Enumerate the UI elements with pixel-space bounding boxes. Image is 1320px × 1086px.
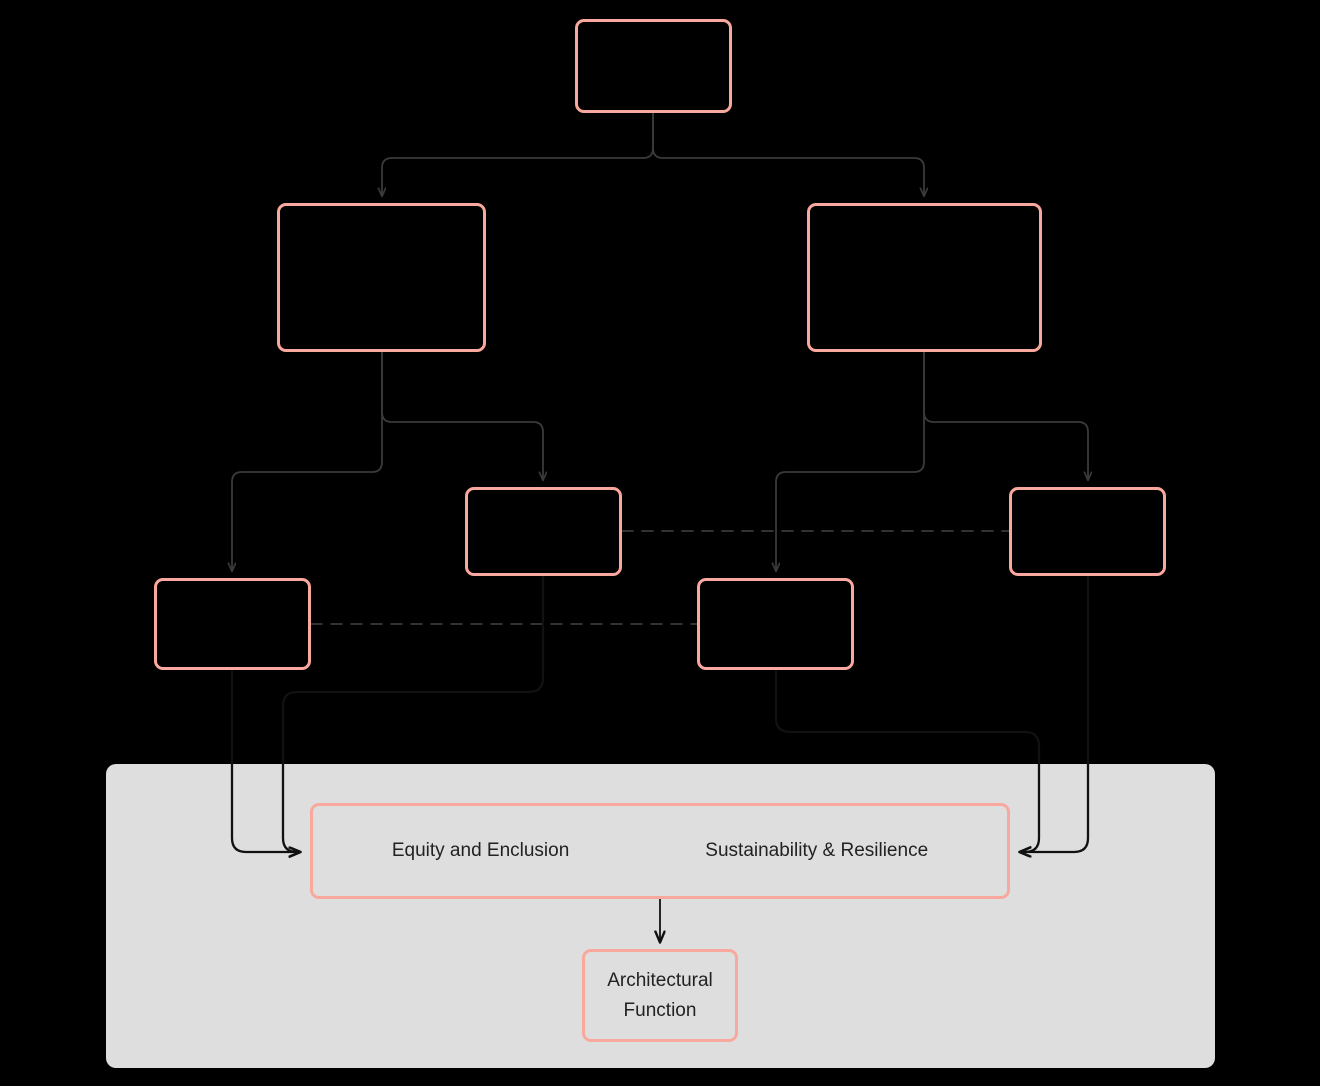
node-branch-right[interactable] <box>807 203 1042 352</box>
node-low-left[interactable] <box>154 578 311 670</box>
node-mid-center[interactable] <box>465 487 622 576</box>
node-outcomes[interactable]: Equity and Enclusion Sustainability & Res… <box>310 803 1010 899</box>
edge-branch-left-to-mid-center <box>381 351 543 480</box>
node-branch-left[interactable] <box>277 203 486 352</box>
node-architectural-function[interactable]: Architectural Function <box>582 949 738 1042</box>
node-architectural-function-label: Architectural Function <box>607 970 713 1021</box>
node-mid-right[interactable] <box>1009 487 1166 576</box>
edge-branch-left-to-low-left <box>232 351 383 571</box>
node-outcomes-label-2: Sustainability & Resilience <box>705 840 929 862</box>
edge-root-to-branch-left <box>382 112 654 196</box>
edge-branch-right-to-low-center <box>776 351 925 571</box>
edge-branch-right-to-mid-right <box>923 351 1088 480</box>
node-outcomes-label-1: Equity and Enclusion <box>391 840 570 862</box>
node-low-center[interactable] <box>697 578 854 670</box>
node-root[interactable] <box>575 19 732 113</box>
edge-root-to-branch-right <box>652 112 924 196</box>
